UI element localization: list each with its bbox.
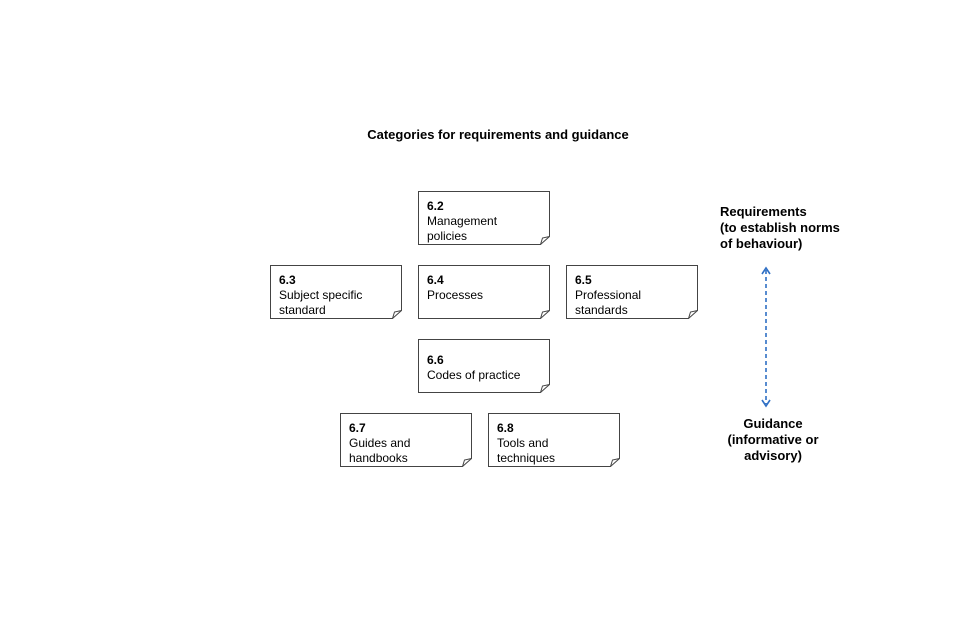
card-label: Codes of practice [427,368,521,382]
card-number: 6.7 [349,421,366,435]
card-label: Management policies [427,214,498,243]
note-frame [488,413,620,467]
double-headed-arrow-icon [761,266,771,408]
card-management-policies: 6.2 Management policies [418,191,550,245]
card-number: 6.8 [497,421,514,435]
diagram-title: Categories for requirements and guidance [367,127,629,142]
card-number: 6.2 [427,199,444,213]
note-frame [566,265,698,319]
card-label: Professional standards [575,288,642,317]
card-codes-of-practice: 6.6 Codes of practice [418,339,550,393]
note-frame [270,265,402,319]
card-professional-standards: 6.5 Professional standards [566,265,698,319]
card-number: 6.4 [427,273,444,287]
card-number: 6.6 [427,353,444,367]
card-label: Subject specific standard [279,288,363,317]
card-processes: 6.4 Processes [418,265,550,319]
card-number: 6.5 [575,273,592,287]
card-label: Tools and techniques [497,436,556,465]
note-frame [418,339,550,393]
card-guides-and-handbooks: 6.7 Guides and handbooks [340,413,472,467]
card-label: Guides and handbooks [349,436,411,465]
requirements-label: Requirements (to establish norms of beha… [720,204,840,251]
note-frame [418,191,550,245]
card-subject-specific-standard: 6.3 Subject specific standard [270,265,402,319]
note-frame [418,265,550,319]
card-tools-and-techniques: 6.8 Tools and techniques [488,413,620,467]
card-number: 6.3 [279,273,296,287]
card-label: Processes [427,288,484,302]
guidance-label: Guidance (informative or advisory) [727,416,819,463]
note-frame [340,413,472,467]
